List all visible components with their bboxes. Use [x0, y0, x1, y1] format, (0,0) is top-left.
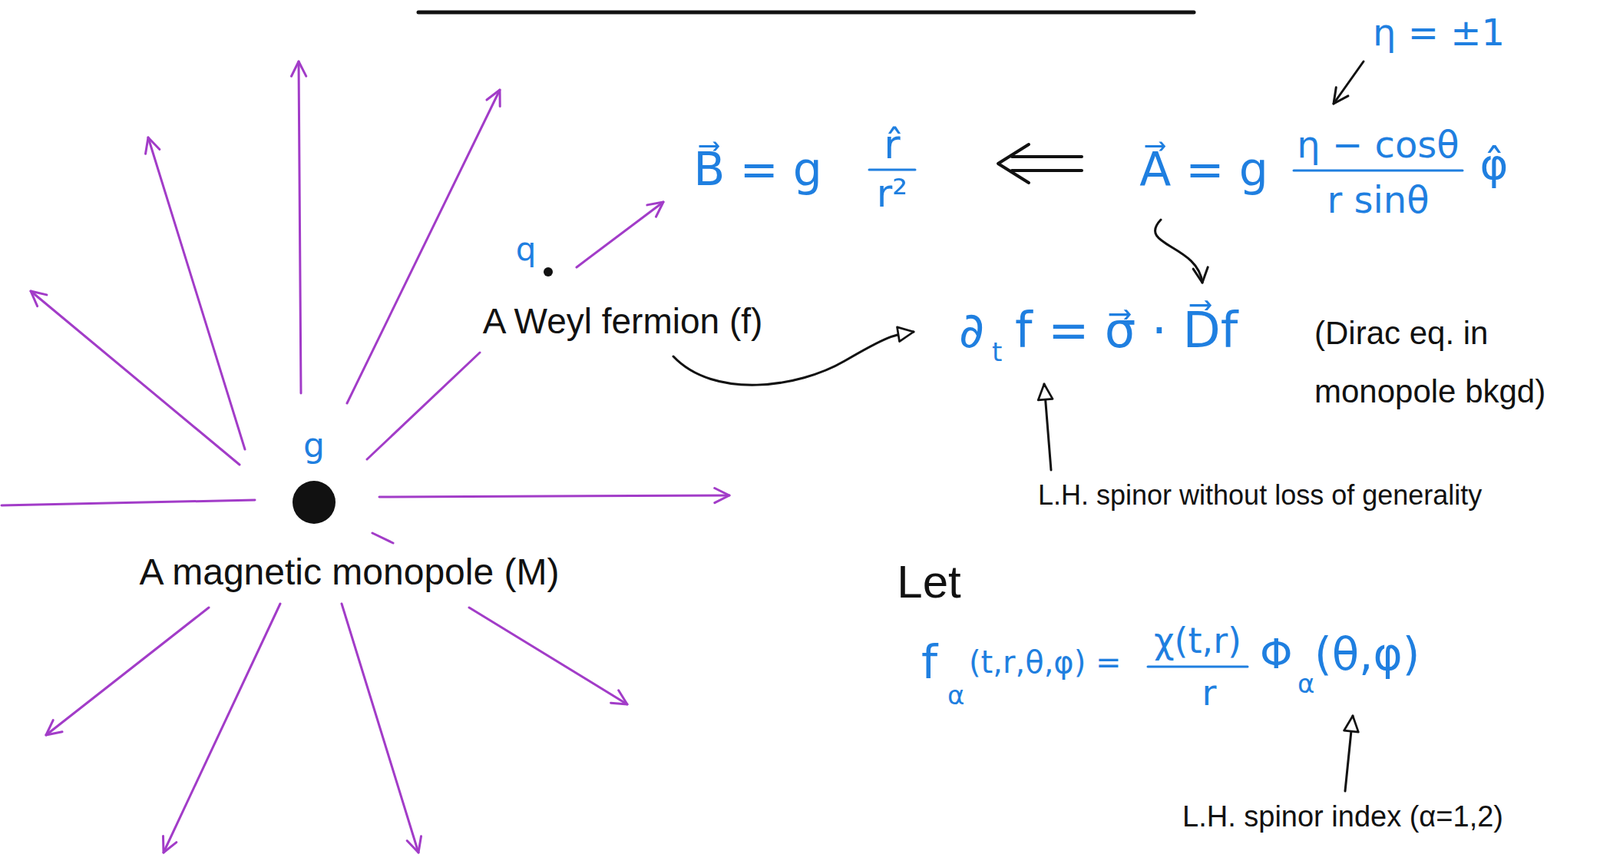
formula-part: α: [947, 681, 965, 708]
note: L.H. spinor index (α=1,2): [1182, 801, 1504, 831]
formula-part: f: [921, 638, 938, 685]
leader-lines: [673, 61, 1364, 791]
formula-part: α: [1297, 670, 1315, 697]
formula-part: χ(t,r): [1153, 622, 1242, 658]
formula-part: (θ,φ): [1314, 631, 1420, 677]
formula-part: Φ: [1259, 633, 1293, 675]
field-arrow: [46, 607, 209, 735]
formula-part: A⃗ = g: [1139, 145, 1269, 192]
formula-part: r²: [876, 174, 909, 213]
particle-label: A magnetic monopole (M): [139, 553, 560, 591]
formula-part: r sinθ: [1326, 181, 1429, 219]
leader-arrow: [1044, 383, 1052, 470]
note: (Dirac eq. in monopole bkgd): [1314, 304, 1587, 420]
field-arrow: [576, 201, 664, 268]
field-arrow: [148, 137, 245, 450]
formula-part: r: [1202, 674, 1217, 711]
implies-arrow: [998, 144, 1082, 183]
formula-part: η − cosθ: [1296, 125, 1459, 163]
note: L.H. spinor without loss of generality: [1038, 481, 1482, 510]
monopole-dot: [292, 480, 336, 524]
field-arrow: [163, 603, 281, 853]
formula-part: (t,r,θ,φ) =: [968, 646, 1122, 678]
leader-arrow: [673, 331, 914, 385]
charge-dot: [543, 267, 553, 277]
particle-label: A Weyl fermion (f): [482, 303, 764, 339]
field-arrow: [298, 61, 301, 394]
top-rule: [418, 10, 1194, 15]
field-arrow: [341, 603, 419, 853]
formula-part: ∂: [958, 305, 985, 355]
note: Let: [896, 558, 961, 605]
formula-part: η = ±1: [1372, 13, 1505, 51]
formula-part: t: [991, 338, 1002, 365]
fraction-bar: [869, 168, 916, 172]
field-arrow: [30, 290, 240, 465]
formula-part: f = σ⃗ · D⃗f: [1014, 305, 1238, 355]
leader-arrow: [1345, 715, 1353, 791]
fraction-bar: [1147, 665, 1248, 668]
fraction-bars: [869, 169, 1463, 667]
field-line: [372, 532, 394, 543]
field-line: [1, 499, 255, 506]
charge-symbol: g: [303, 428, 325, 463]
formula-part: φ̂: [1480, 142, 1509, 186]
formula-part: r̂: [883, 124, 900, 165]
leader-arrow: [1333, 61, 1364, 104]
field-arrow: [469, 607, 628, 705]
leader-arrow: [1154, 219, 1203, 283]
fraction-bar: [1293, 169, 1463, 172]
field-line: [366, 352, 480, 460]
field-lines: [1, 61, 730, 853]
field-arrow: [379, 495, 730, 497]
formula-part: B⃗ = g: [693, 145, 823, 192]
charge-symbol: q: [515, 233, 537, 266]
